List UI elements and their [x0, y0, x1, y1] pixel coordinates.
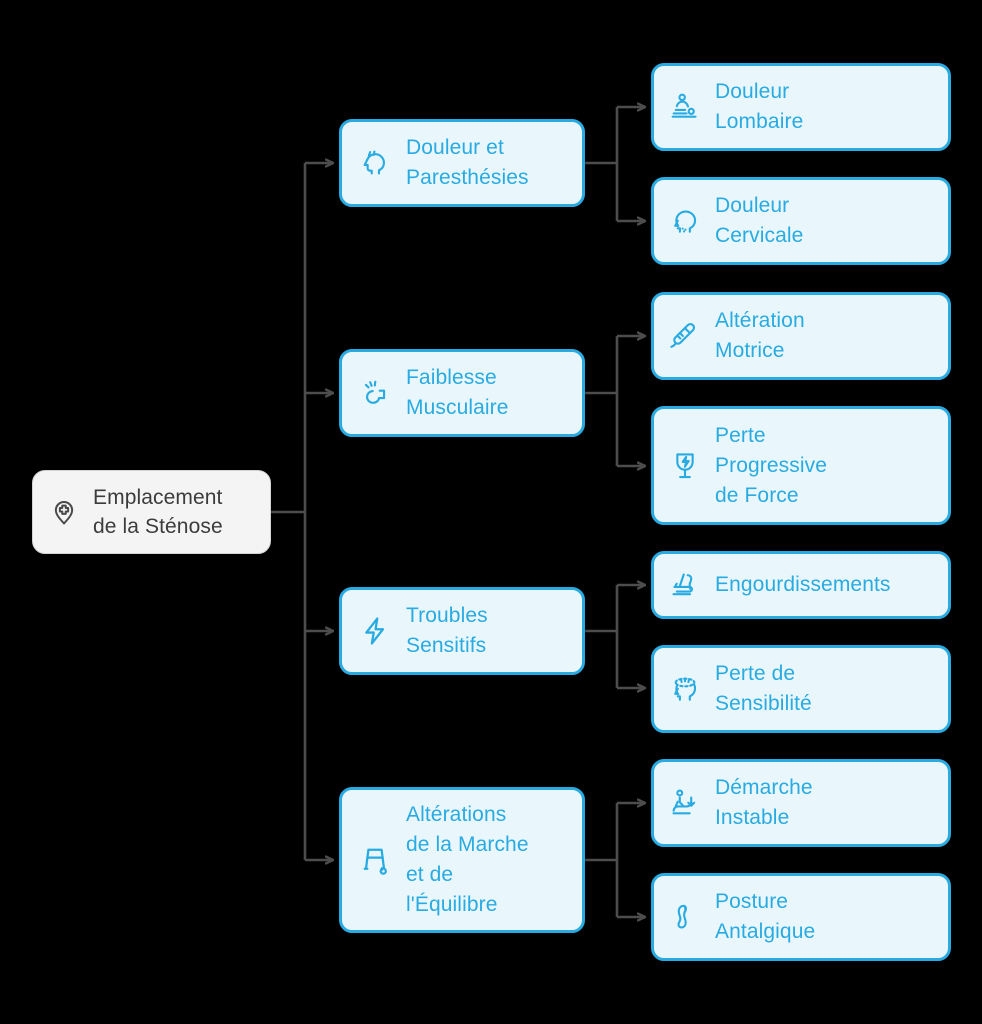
node-root-label: Emplacement de la Sténose	[93, 486, 223, 538]
node-leaf-posture-antalgique[interactable]: Posture Antalgique	[651, 873, 951, 961]
unstable-gait-icon	[666, 784, 704, 822]
lightning-bolt-icon	[356, 612, 394, 650]
fragile-glass-icon	[666, 447, 704, 485]
foot-numbness-icon	[666, 566, 704, 604]
lower-back-pain-icon	[666, 88, 704, 126]
node-leaf-engourdissements[interactable]: Engourdissements	[651, 551, 951, 619]
node-leaf-label: Perte Progressive de Force	[715, 423, 827, 507]
node-leaf-label: Douleur Lombaire	[715, 80, 804, 133]
walker-frame-icon	[356, 841, 394, 879]
node-branch-faiblesse-musculaire[interactable]: Faiblesse Musculaire	[339, 349, 585, 437]
muscle-arm-icon	[666, 317, 704, 355]
node-leaf-perte-progressive-force[interactable]: Perte Progressive de Force	[651, 406, 951, 525]
node-leaf-demarche-instable[interactable]: Démarche Instable	[651, 759, 951, 847]
bent-posture-icon	[666, 898, 704, 936]
node-leaf-label: Perte de Sensibilité	[715, 662, 812, 715]
node-leaf-label: Altération Motrice	[715, 309, 805, 362]
weak-muscle-icon	[356, 374, 394, 412]
node-branch-label: Douleur et Paresthésies	[406, 136, 529, 189]
node-leaf-label: Douleur Cervicale	[715, 194, 804, 247]
head-pain-icon	[356, 144, 394, 182]
neck-pain-head-icon	[666, 202, 704, 240]
node-leaf-douleur-lombaire[interactable]: Douleur Lombaire	[651, 63, 951, 151]
node-root[interactable]: Emplacement de la Sténose	[32, 470, 271, 554]
node-branch-label: Troubles Sensitifs	[406, 604, 488, 657]
node-branch-label: Faiblesse Musculaire	[406, 366, 509, 419]
node-branch-alterations-marche[interactable]: Altérations de la Marche et de l'Équilib…	[339, 787, 585, 933]
map-pin-medical-icon	[47, 495, 81, 529]
node-leaf-label: Posture Antalgique	[715, 890, 816, 943]
node-branch-douleur-paresthesies[interactable]: Douleur et Paresthésies	[339, 119, 585, 207]
node-branch-troubles-sensitifs[interactable]: Troubles Sensitifs	[339, 587, 585, 675]
node-leaf-douleur-cervicale[interactable]: Douleur Cervicale	[651, 177, 951, 265]
node-leaf-perte-sensibilite[interactable]: Perte de Sensibilité	[651, 645, 951, 733]
node-leaf-label: Engourdissements	[715, 573, 891, 596]
head-sensation-icon	[666, 670, 704, 708]
node-leaf-label: Démarche Instable	[715, 776, 813, 829]
node-leaf-alteration-motrice[interactable]: Altération Motrice	[651, 292, 951, 380]
node-branch-label: Altérations de la Marche et de l'Équilib…	[406, 803, 529, 916]
